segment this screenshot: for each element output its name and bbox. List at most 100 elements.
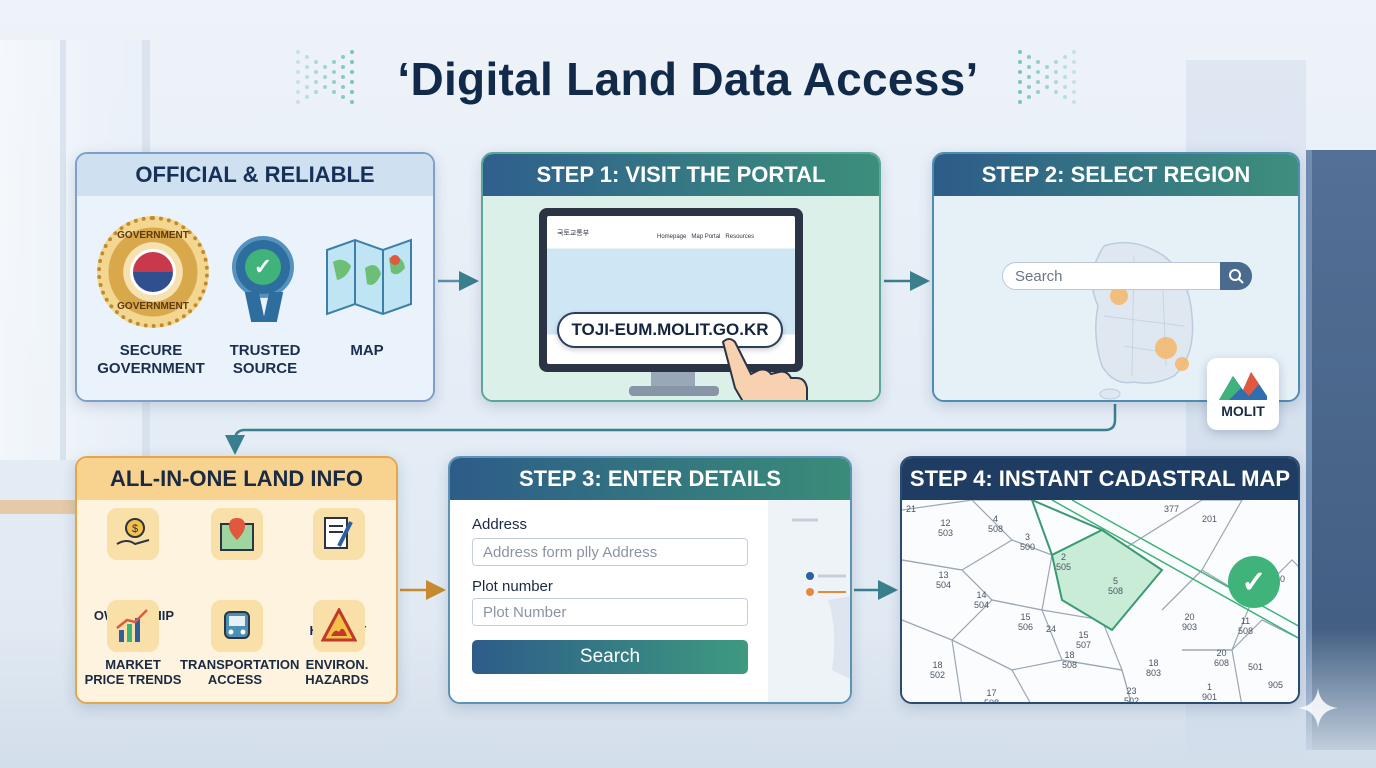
environmental-hazards-label: ENVIRON.HAZARDS xyxy=(305,657,369,687)
seal-text-top: GOVERNMENT xyxy=(117,230,189,241)
decorative-dot xyxy=(305,75,309,79)
decorative-dot xyxy=(1063,55,1067,59)
decorative-dot xyxy=(1063,75,1067,79)
decorative-dot xyxy=(1072,50,1076,54)
decorative-dot xyxy=(1036,60,1040,64)
decorative-dot xyxy=(296,90,300,94)
step3-heading: STEP 3: ENTER DETAILS xyxy=(450,458,850,500)
decorative-dot xyxy=(1072,90,1076,94)
government-seal-icon: GOVERNMENT GOVERNMENT xyxy=(97,216,209,328)
background-desk xyxy=(0,500,80,514)
decorative-dot xyxy=(1027,85,1031,89)
decorative-dot xyxy=(296,60,300,64)
seal-text-bottom: GOVERNMENT xyxy=(117,301,189,312)
monitor-base xyxy=(629,386,719,396)
decorative-dot xyxy=(1063,95,1067,99)
permit-icon xyxy=(313,508,365,560)
step1-heading: STEP 1: VISIT THE PORTAL xyxy=(483,154,879,196)
decorative-dot xyxy=(341,75,345,79)
parcel-label: 501 xyxy=(1248,662,1264,672)
decorative-dot xyxy=(1036,80,1040,84)
decorative-dot xyxy=(350,70,354,74)
decorative-dot xyxy=(341,65,345,69)
decorative-dot xyxy=(1045,65,1049,69)
decorative-dot xyxy=(305,95,309,99)
region-search-input[interactable]: Search xyxy=(1002,262,1252,290)
decorative-dot xyxy=(1072,100,1076,104)
bus-icon xyxy=(211,600,263,652)
search-icon[interactable] xyxy=(1220,262,1252,290)
plot-number-input[interactable]: Plot Number xyxy=(472,598,748,626)
decorative-dot xyxy=(1027,75,1031,79)
decorative-dot xyxy=(341,85,345,89)
decorative-dot xyxy=(332,80,336,84)
allinone-heading: ALL-IN-ONE LAND INFO xyxy=(77,458,396,500)
decorative-dot xyxy=(314,90,318,94)
address-input[interactable]: Address form plly Address xyxy=(472,538,748,566)
decorative-dot xyxy=(323,85,327,89)
success-check-icon: ✓ xyxy=(1228,556,1280,608)
decorative-dot xyxy=(296,70,300,74)
decorative-dot xyxy=(1045,85,1049,89)
step1-card: STEP 1: VISIT THE PORTAL 국토교통부 Homepage … xyxy=(481,152,881,402)
pointing-hand-icon xyxy=(721,338,808,400)
decorative-dots-left xyxy=(296,42,366,118)
decorative-dot xyxy=(1036,90,1040,94)
decorative-dot xyxy=(1072,80,1076,84)
all-in-one-card: ALL-IN-ONE LAND INFO $ OWNERSHIP ZONING … xyxy=(75,456,398,704)
korea-region-map xyxy=(1091,241,1194,400)
portal-url[interactable]: TOJI-EUM.MOLIT.GO.KR xyxy=(557,312,783,348)
molit-logo: MOLIT xyxy=(1207,358,1279,430)
decorative-dot xyxy=(1054,70,1058,74)
ribbon-tails xyxy=(242,292,286,322)
molit-mountain-icon xyxy=(1219,372,1267,400)
decorative-dot xyxy=(305,55,309,59)
address-label: Address xyxy=(472,516,528,533)
folded-map-icon xyxy=(326,238,412,316)
decorative-dot xyxy=(1054,80,1058,84)
decorative-dot xyxy=(1018,50,1022,54)
step4-card: STEP 4: INSTANT CADASTRAL MAP xyxy=(900,456,1300,704)
site-nav: Homepage Map Portal Resources xyxy=(657,234,755,240)
decorative-dot xyxy=(350,80,354,84)
trusted-ribbon-icon: ✓ xyxy=(232,236,294,298)
parcel-label: 21 xyxy=(906,504,917,514)
official-reliable-card: OFFICIAL & RELIABLE GOVERNMENT GOVERNMEN… xyxy=(75,152,435,402)
step3-card: STEP 3: ENTER DETAILS Address Address fo… xyxy=(448,456,852,704)
molit-label: MOLIT xyxy=(1221,403,1265,419)
decorative-dot xyxy=(296,100,300,104)
plot-number-label: Plot number xyxy=(472,578,553,595)
arrow-step2-to-allinone xyxy=(225,404,1117,455)
decorative-dot xyxy=(1045,75,1049,79)
decorative-dot xyxy=(296,80,300,84)
decorative-dot xyxy=(350,100,354,104)
decorative-dot xyxy=(1018,80,1022,84)
decorative-dot xyxy=(332,90,336,94)
svg-text:$: $ xyxy=(132,523,138,535)
step4-heading: STEP 4: INSTANT CADASTRAL MAP xyxy=(902,458,1298,500)
parcel-label: 24 xyxy=(1046,624,1057,634)
search-button[interactable]: Search xyxy=(472,640,748,674)
monitor-stand xyxy=(651,372,695,386)
decorative-dot xyxy=(341,55,345,59)
decorative-dots-right xyxy=(1012,42,1082,118)
decorative-dot xyxy=(1063,65,1067,69)
decorative-dot xyxy=(1027,65,1031,69)
decorative-dot xyxy=(323,65,327,69)
decorative-dot xyxy=(314,70,318,74)
decorative-dot xyxy=(1018,90,1022,94)
